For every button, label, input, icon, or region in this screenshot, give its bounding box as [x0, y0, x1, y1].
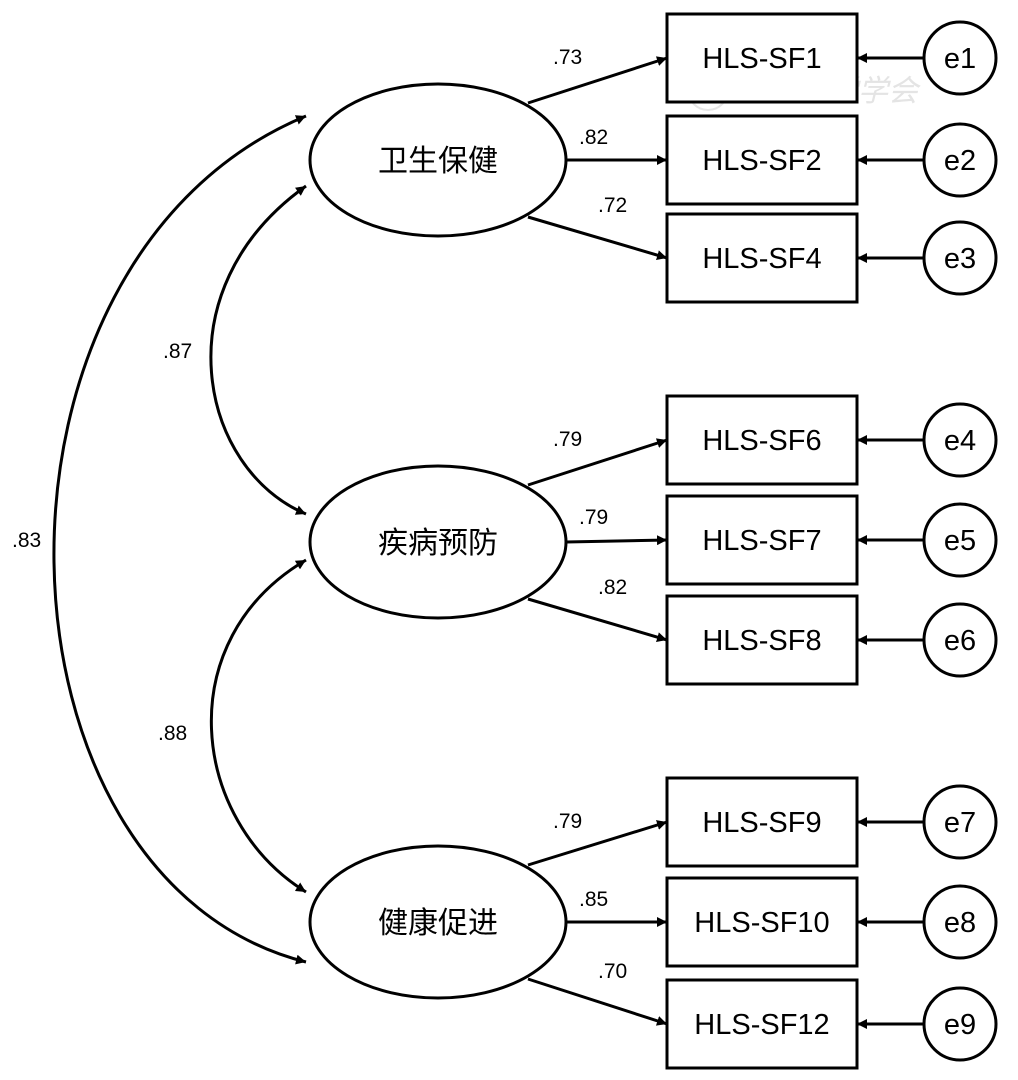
error-node: e3	[922, 220, 998, 296]
loading-value: .85	[579, 888, 608, 911]
error-node: e2	[922, 122, 998, 198]
error-label: e4	[944, 425, 976, 457]
indicator-box: HLS-SF1	[665, 12, 859, 104]
loading-value: .70	[598, 960, 627, 983]
correlation-curve-f1-f2	[209, 184, 307, 516]
error-node: e6	[922, 602, 998, 678]
indicator-box: HLS-SF2	[665, 114, 859, 206]
error-node: e1	[922, 20, 998, 96]
loading-value: .79	[579, 506, 608, 529]
indicator-label: HLS-SF1	[702, 43, 821, 75]
loading-arrow	[527, 438, 668, 487]
error-label: e6	[944, 625, 976, 657]
error-node: e9	[922, 986, 998, 1062]
indicator-box: HLS-SF7	[665, 494, 859, 586]
indicator-label: HLS-SF10	[694, 907, 829, 939]
correlation-value-f1-f3: .83	[12, 529, 41, 552]
correlation-value-f1-f2: .87	[163, 340, 192, 363]
loading-arrow	[527, 597, 668, 642]
latent-factor: 疾病预防	[308, 464, 568, 620]
indicator-label: HLS-SF12	[694, 1009, 829, 1041]
indicator-label: HLS-SF2	[702, 145, 821, 177]
indicator-label: HLS-SF7	[702, 525, 821, 557]
error-label: e1	[944, 43, 976, 75]
indicator-label: HLS-SF8	[702, 625, 821, 657]
indicator-box: HLS-SF10	[665, 876, 859, 968]
error-label: e7	[944, 807, 976, 839]
error-node: e8	[922, 884, 998, 960]
loading-value: .79	[553, 428, 582, 451]
error-label: e8	[944, 907, 976, 939]
loading-arrow	[565, 535, 668, 546]
error-label: e3	[944, 243, 976, 275]
loading-value: .82	[598, 576, 627, 599]
correlation-value-f2-f3: .88	[158, 722, 187, 745]
latent-label: 疾病预防	[378, 526, 498, 561]
indicator-boxes: HLS-SF1HLS-SF2HLS-SF4HLS-SF6HLS-SF7HLS-S…	[665, 12, 859, 1070]
indicator-box: HLS-SF9	[665, 776, 859, 868]
loading-value: .79	[553, 810, 582, 833]
loading-arrow	[527, 56, 668, 105]
loading-value: .72	[598, 194, 627, 217]
error-arrows	[857, 53, 924, 1029]
loading-arrow	[527, 820, 668, 867]
indicator-label: HLS-SF4	[702, 243, 821, 275]
latent-label: 卫生保健	[378, 144, 498, 179]
correlation-curve-f2-f3	[210, 558, 307, 894]
error-label: e2	[944, 145, 976, 177]
error-terms: e1 e2 e3 e4 e5 e6 e7 e8 e9	[922, 20, 998, 1062]
loading-value: .82	[579, 126, 608, 149]
indicator-box: HLS-SF4	[665, 212, 859, 304]
error-node: e7	[922, 784, 998, 860]
correlation-paths: .87 .88 .83	[12, 114, 307, 965]
loading-arrow	[527, 977, 668, 1026]
loading-arrow	[527, 215, 668, 260]
loading-value: .73	[553, 46, 582, 69]
loading-arrows: .73 .82 .72 .79 .79 .82 .79 .85 .70	[527, 46, 668, 1026]
error-label: e5	[944, 525, 976, 557]
error-node: e5	[922, 502, 998, 578]
error-label: e9	[944, 1009, 976, 1041]
indicator-box: HLS-SF12	[665, 978, 859, 1070]
indicator-box: HLS-SF6	[665, 394, 859, 486]
latent-label: 健康促进	[378, 906, 498, 941]
indicator-box: HLS-SF8	[665, 594, 859, 686]
indicator-label: HLS-SF9	[702, 807, 821, 839]
indicator-label: HLS-SF6	[702, 425, 821, 457]
latent-factor: 健康促进	[308, 844, 568, 1000]
correlation-curve-f1-f3	[52, 114, 307, 965]
error-node: e4	[922, 402, 998, 478]
latent-factor: 卫生保健	[308, 82, 568, 238]
